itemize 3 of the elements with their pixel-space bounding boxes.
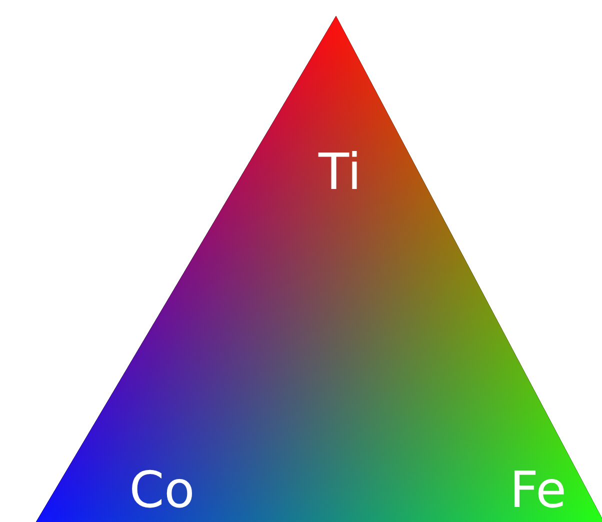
element-label: Fe	[510, 465, 566, 515]
element-label: Ti	[318, 147, 362, 197]
element-label: Co	[129, 465, 195, 515]
